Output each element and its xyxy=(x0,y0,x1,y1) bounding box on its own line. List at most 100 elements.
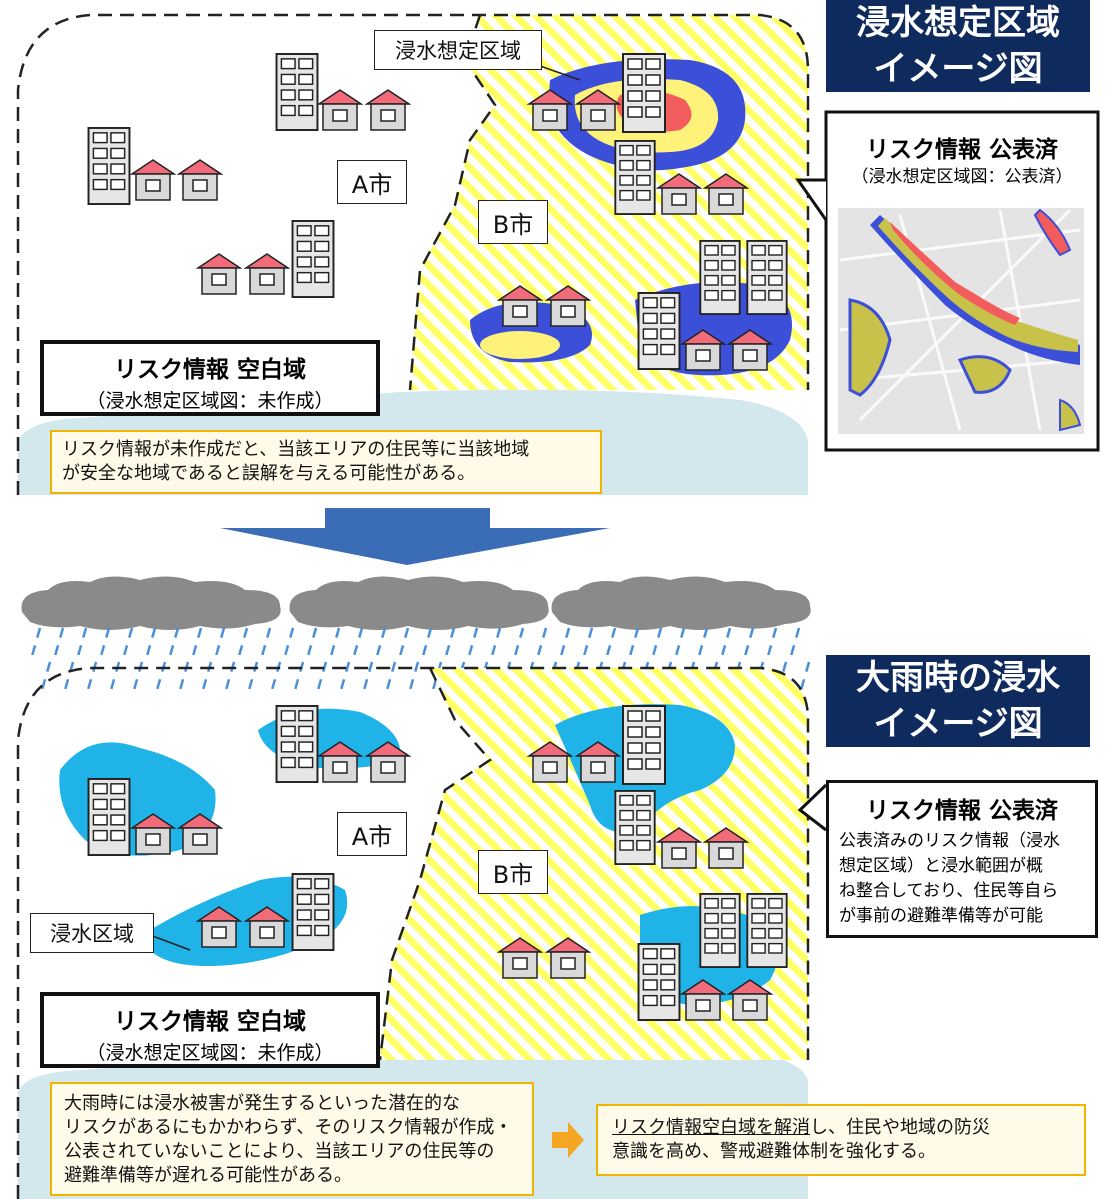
solution-arrow-icon xyxy=(552,1122,584,1158)
rain-streak xyxy=(306,627,318,657)
rain-streak xyxy=(375,627,387,657)
solution-line1: リスク情報空白域を解消し、住民や地域の防災 xyxy=(612,1116,1070,1140)
building-icon xyxy=(87,778,131,856)
rain-streak xyxy=(362,661,374,691)
bottom-risk-blank-subtitle: （浸水想定区域図：未作成） xyxy=(86,1042,334,1064)
house-icon xyxy=(318,89,362,131)
bottom-published-line4: が事前の避難準備等が可能 xyxy=(839,906,1043,926)
rain-streak xyxy=(582,627,594,657)
rain-streak xyxy=(63,661,75,691)
rain-clouds xyxy=(21,576,811,630)
rain-streak xyxy=(467,627,479,657)
house-icon xyxy=(366,89,410,131)
house-icon xyxy=(178,159,222,201)
house-icon xyxy=(197,253,241,295)
flood-area-label: 浸水区域 xyxy=(30,913,154,953)
rain-streak xyxy=(766,627,778,657)
published-map-pointer xyxy=(795,178,828,221)
published-hazard-map xyxy=(795,110,1100,452)
bottom-published-line3: ね整合しており、住民等自ら xyxy=(839,881,1059,901)
building-icon xyxy=(614,140,656,215)
rain-streak xyxy=(352,627,364,657)
rain-streak xyxy=(30,627,42,657)
building-icon xyxy=(746,240,788,315)
rain-streak xyxy=(145,627,157,657)
house-icon xyxy=(245,253,289,295)
rain-streak xyxy=(720,627,732,657)
bottom-title-line2: イメージ図 xyxy=(873,704,1043,744)
rain-streak xyxy=(559,627,571,657)
top-boundary-dashed xyxy=(16,13,810,495)
bottom-risk-blank-box: リスク情報 空白域 （浸水想定区域図：未作成） xyxy=(40,992,380,1068)
rain-streak xyxy=(224,661,236,691)
rain-streak xyxy=(697,627,709,657)
rain-streak xyxy=(674,627,686,657)
rain-streak xyxy=(398,627,410,657)
rain-streak xyxy=(53,627,65,657)
solution-rest1: し、住民や地域の防災 xyxy=(810,1117,990,1138)
top-title-line2: イメージ図 xyxy=(873,49,1043,89)
flood-label-pointer xyxy=(149,934,191,951)
rain-streak xyxy=(408,661,420,691)
building-icon xyxy=(291,873,335,951)
building-icon xyxy=(87,127,131,205)
bottom-callout-pointer xyxy=(797,783,828,832)
top-published-subtitle: （浸水想定区域図：公表済） xyxy=(851,167,1073,187)
top-note-line2: が安全な地域であると誤解を与える可能性がある。 xyxy=(62,463,476,484)
rain-streak xyxy=(178,661,190,691)
rain-streak xyxy=(260,627,272,657)
top-city-a-label: A市 xyxy=(337,160,407,204)
top-risk-blank-subtitle: （浸水想定区域図：未作成） xyxy=(86,390,334,412)
rain-streak xyxy=(743,627,755,657)
building-icon xyxy=(637,943,681,1021)
bottom-published-line1: 公表済みのリスク情報（浸水 xyxy=(839,831,1060,851)
rain-streak xyxy=(214,627,226,657)
rain-streak xyxy=(40,661,52,691)
bottom-city-a-label: A市 xyxy=(337,812,407,856)
building-icon xyxy=(637,292,681,370)
bottom-title-line1: 大雨時の浸水 xyxy=(856,658,1060,698)
rain-streak xyxy=(201,661,213,691)
rain-streak xyxy=(329,627,341,657)
rain-streak xyxy=(421,627,433,657)
rain-streak xyxy=(122,627,134,657)
top-area-label: 浸水想定区域 xyxy=(374,30,542,70)
rain-streak xyxy=(628,627,640,657)
solution-note: リスク情報空白域を解消し、住民や地域の防災 意識を高め、警戒避難体制を強化する。 xyxy=(596,1104,1086,1176)
transition-arrow xyxy=(220,508,610,565)
rain-streak xyxy=(237,627,249,657)
top-scene xyxy=(16,13,810,495)
top-note-line1: リスク情報が未作成だと、当該エリアの住民等に当該地域 xyxy=(62,439,530,460)
rain-streak xyxy=(191,627,203,657)
bottom-published-line2: 想定区域）と浸水範囲が概 xyxy=(839,856,1043,876)
top-risk-blank-title: リスク情報 空白域 xyxy=(113,357,306,383)
rain-streak xyxy=(605,627,617,657)
rain-streak xyxy=(339,661,351,691)
rain-streak xyxy=(76,627,88,657)
bottom-published-title: リスク情報 公表済 xyxy=(865,798,1058,824)
bottom-note-line3: 公表されていないことにより、当該エリアの住民等の xyxy=(64,1141,495,1162)
rain-streak xyxy=(536,627,548,657)
rain-streak xyxy=(316,661,328,691)
bottom-published-callout: リスク情報 公表済 公表済みのリスク情報（浸水 想定区域）と浸水範囲が概 ね整合… xyxy=(826,780,1098,938)
house-icon xyxy=(131,159,175,201)
rain-streak xyxy=(283,627,295,657)
rain-streak xyxy=(651,627,663,657)
rain-streak xyxy=(444,627,456,657)
top-title-box: 浸水想定区域 イメージ図 xyxy=(826,0,1090,92)
rain-streak xyxy=(799,661,811,691)
rain-streak xyxy=(132,661,144,691)
rain-streak xyxy=(99,627,111,657)
building-icon xyxy=(275,705,319,783)
rain-streak xyxy=(247,661,259,691)
rain-streak xyxy=(385,661,397,691)
building-icon xyxy=(699,893,741,968)
rain-streak xyxy=(513,627,525,657)
bottom-note-line2: リスクがあるにもかかわらず、そのリスク情報が作成・ xyxy=(64,1117,513,1138)
solution-underlined: リスク情報空白域を解消 xyxy=(612,1117,810,1138)
building-icon xyxy=(614,790,656,865)
building-icon xyxy=(746,893,788,968)
rain-streak xyxy=(293,661,305,691)
building-icon xyxy=(622,705,666,785)
top-note: リスク情報が未作成だと、当該エリアの住民等に当該地域 が安全な地域であると誤解を… xyxy=(50,430,602,494)
